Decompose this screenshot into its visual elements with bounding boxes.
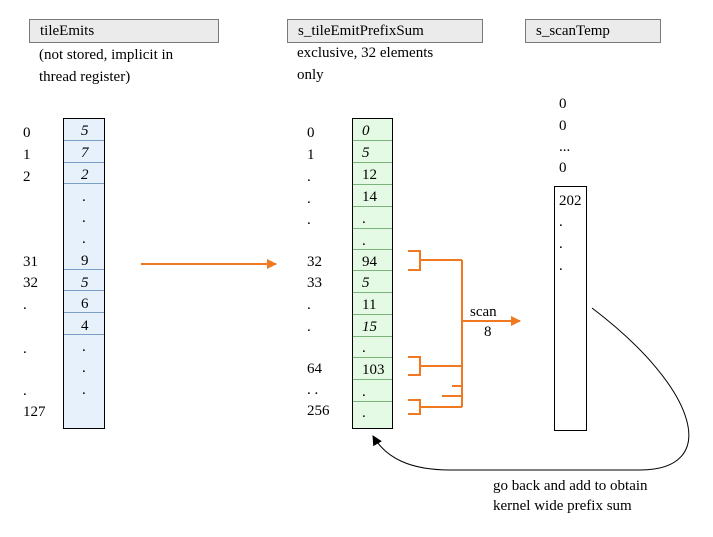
tile-value: . <box>82 360 86 376</box>
tile-value: 5 <box>81 123 89 139</box>
scan-temp-array: 202 . . . <box>554 186 587 431</box>
prefix-value: 94 <box>362 254 377 270</box>
prefix-index: . . <box>307 382 319 398</box>
prefix-sum-note-line1: exclusive, 32 elements <box>297 45 434 61</box>
tile-value: 7 <box>81 145 89 161</box>
prefix-index: 33 <box>307 275 322 291</box>
prefix-index: 32 <box>307 254 322 270</box>
tile-value: 9 <box>81 253 89 269</box>
tile-index: 0 <box>23 125 31 141</box>
prefix-value: 14 <box>362 189 377 205</box>
scan-temp-above: 0 <box>559 118 567 134</box>
tile-value: . <box>82 382 86 398</box>
prefix-sum-array: 0 5 12 14 . . 94 5 11 15 . 103 . . <box>352 118 393 429</box>
warp-bracket <box>408 250 421 271</box>
prefix-value: 103 <box>362 362 385 378</box>
tile-index: . <box>23 341 27 357</box>
go-back-arrow <box>372 307 690 471</box>
tile-emits-header: tileEmits <box>29 19 219 43</box>
tile-index: 32 <box>23 275 38 291</box>
prefix-sum-note-line2: only <box>297 67 324 83</box>
scan-temp-above: 0 <box>559 160 567 176</box>
prefix-value: 5 <box>362 275 370 291</box>
scan-temp-value: . <box>559 214 563 230</box>
tile-index: . <box>23 297 27 313</box>
tile-value: 5 <box>81 275 89 291</box>
scan-temp-value: . <box>559 236 563 252</box>
tile-emits-array: 5 7 2 . . . 9 5 6 4 . . . <box>63 118 105 429</box>
warp-bracket-group <box>408 250 463 415</box>
tile-value: 4 <box>81 318 89 334</box>
scan-temp-value: 202 <box>559 193 582 209</box>
prefix-index: 64 <box>307 361 322 377</box>
prefix-value: . <box>362 233 366 249</box>
go-back-label-line1: go back and add to obtain <box>493 478 648 494</box>
prefix-value: 12 <box>362 167 377 183</box>
prefix-value: 11 <box>362 297 377 313</box>
warp-bracket <box>408 356 421 376</box>
prefix-value: 5 <box>362 145 370 161</box>
scan-temp-above: 0 <box>559 96 567 112</box>
tile-value: . <box>82 189 86 205</box>
tile-index: 2 <box>23 169 31 185</box>
scan-count-label: 8 <box>484 324 492 340</box>
tile-value: . <box>82 210 86 226</box>
tile-emits-note-line2: thread register) <box>39 69 131 85</box>
scan-temp-value: . <box>559 258 563 274</box>
tile-index: . <box>23 383 27 399</box>
prefix-value: . <box>362 211 366 227</box>
warp-bracket <box>408 399 421 415</box>
tile-index: 1 <box>23 147 31 163</box>
tile-index: 31 <box>23 254 38 270</box>
scan-temp-header: s_scanTemp <box>525 19 661 43</box>
prefix-index: 1 <box>307 147 315 163</box>
prefix-sum-header: s_tileEmitPrefixSum <box>287 19 483 43</box>
prefix-value: . <box>362 405 366 421</box>
prefix-index: . <box>307 212 311 228</box>
prefix-value: 15 <box>362 319 377 335</box>
tile-value: . <box>82 231 86 247</box>
tile-index: 127 <box>23 404 46 420</box>
scan-label: scan <box>470 304 497 320</box>
prefix-index: . <box>307 191 311 207</box>
tile-value: . <box>82 339 86 355</box>
prefix-value: . <box>362 384 366 400</box>
go-back-label-line2: kernel wide prefix sum <box>493 498 632 514</box>
tile-emits-note-line1: (not stored, implicit in <box>39 47 174 63</box>
scan-temp-above: ... <box>559 139 571 155</box>
prefix-value: 0 <box>362 123 370 139</box>
prefix-index: . <box>307 319 311 335</box>
prefix-index: 256 <box>307 403 330 419</box>
tile-value: 2 <box>81 167 89 183</box>
prefix-index: . <box>307 169 311 185</box>
prefix-index: 0 <box>307 125 315 141</box>
tile-value: 6 <box>81 296 89 312</box>
prefix-index: . <box>307 297 311 313</box>
prefix-value: . <box>362 340 366 356</box>
